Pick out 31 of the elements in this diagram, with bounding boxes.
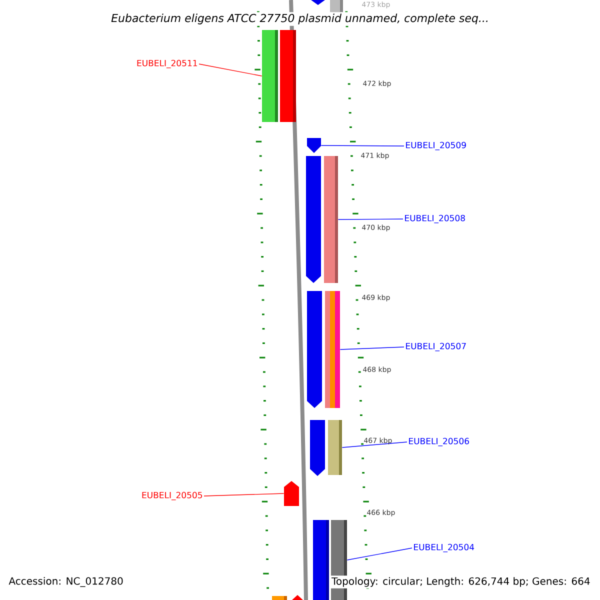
gene-block [262, 30, 278, 122]
gene-block [324, 156, 338, 283]
gene-block [313, 520, 329, 600]
gene-block [325, 291, 340, 408]
leader-line [204, 493, 284, 496]
gene-block [306, 156, 321, 283]
gene-label: EUBELI_20508 [405, 214, 465, 224]
gene-block [284, 481, 299, 506]
leader-line [198, 64, 262, 76]
gene-label: EUBELI_20504 [414, 544, 474, 552]
gene-block [292, 595, 303, 600]
gene-label: EUBELI_20507 [406, 342, 466, 352]
gene-block [311, 0, 325, 5]
gene-block [272, 596, 287, 600]
footer-text: Topology: circular; Length: 626,744 bp; Genes: 664 [330, 576, 592, 588]
gene-label: EUBELI_20506 [409, 438, 469, 446]
gene-block [328, 420, 342, 475]
gene-block [280, 30, 296, 122]
gene-block [307, 138, 321, 153]
gene-block [307, 291, 322, 408]
footer-text: Accession: NC_012780 [7, 576, 125, 588]
leader-line [340, 346, 404, 350]
leader-line [320, 145, 404, 146]
title: Eubacterium eligens ATCC 27750 plasmid unnamed, complete seq... [110, 12, 490, 26]
leader-line [338, 218, 404, 220]
gene-label: EUBELI_20505 [142, 492, 202, 500]
gene-label: EUBELI_20511 [137, 60, 198, 68]
leader-line [346, 548, 412, 560]
gene-label: EUBELI_20509 [406, 142, 466, 150]
leader-line [342, 442, 408, 448]
gene-block [310, 420, 325, 476]
